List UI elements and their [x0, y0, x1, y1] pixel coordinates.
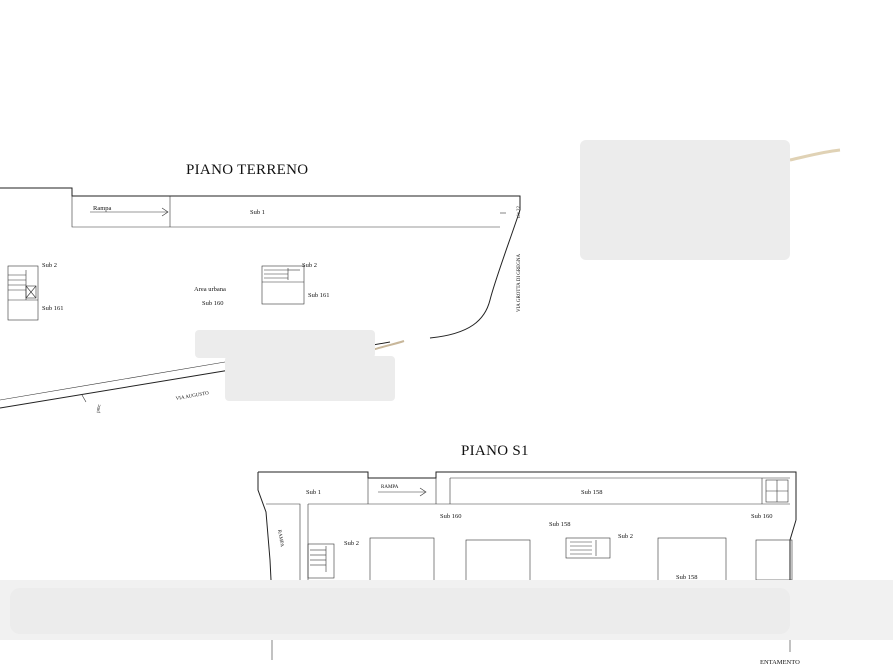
basement-sub160-right-label: Sub 160 [751, 513, 773, 520]
pencil-mark [371, 340, 405, 351]
basement-title: PIANO S1 [461, 443, 529, 459]
basement-sub158-top-label: Sub 158 [581, 489, 603, 496]
basement-left-stair [307, 543, 335, 579]
street-bottom-label: VIA AUGUSTO [175, 391, 209, 402]
urban-area-label: Area urbana [194, 286, 226, 293]
ground-sub2-center-label: Sub 2 [302, 262, 317, 269]
ground-ramp-label: Rampa [93, 205, 112, 212]
street-right-label: VIA GROTTA DI GREGNA [517, 254, 522, 312]
basement-sub2-center-label: Sub 2 [618, 533, 633, 540]
central-stair-block [261, 265, 305, 305]
redaction-patch-street [195, 330, 375, 358]
basement-ramp-vertical-label: RAMPA [276, 529, 284, 547]
basement-sub158-mid-label: Sub 158 [549, 521, 571, 528]
ground-sub2-left-label: Sub 2 [42, 262, 57, 269]
basement-sub158-right-label: Sub 158 [676, 574, 698, 581]
basement-sub2-left-label: Sub 2 [344, 540, 359, 547]
basement-sub160-left-label: Sub 160 [440, 513, 462, 520]
ground-sub160-label: Sub 160 [202, 300, 224, 307]
ramp-arrow [90, 207, 169, 217]
redaction-patch-top-right [580, 140, 790, 260]
street-right-number: civ.22 [517, 205, 522, 218]
basement-ramp-arrow [378, 487, 427, 497]
basement-ramp-label: RAMPA [381, 485, 399, 490]
basement-right-box [765, 479, 789, 503]
bottom-mark-label: pmc [96, 403, 103, 413]
ground-sub1-label: Sub 1 [250, 209, 265, 216]
watermark-band-inner [10, 588, 790, 634]
ground-sub161-left-label: Sub 161 [42, 305, 64, 312]
basement-sub1-label: Sub 1 [306, 489, 321, 496]
redaction-patch-street-2 [225, 356, 395, 401]
ground-floor-title: PIANO TERRENO [186, 162, 308, 178]
basement-center-stair [565, 537, 611, 559]
pencil-mark-top [789, 148, 841, 162]
ground-sub161-center-label: Sub 161 [308, 292, 330, 299]
left-stair-block [7, 265, 39, 321]
footer-fragment-label: ENTAMENTO [760, 659, 800, 666]
